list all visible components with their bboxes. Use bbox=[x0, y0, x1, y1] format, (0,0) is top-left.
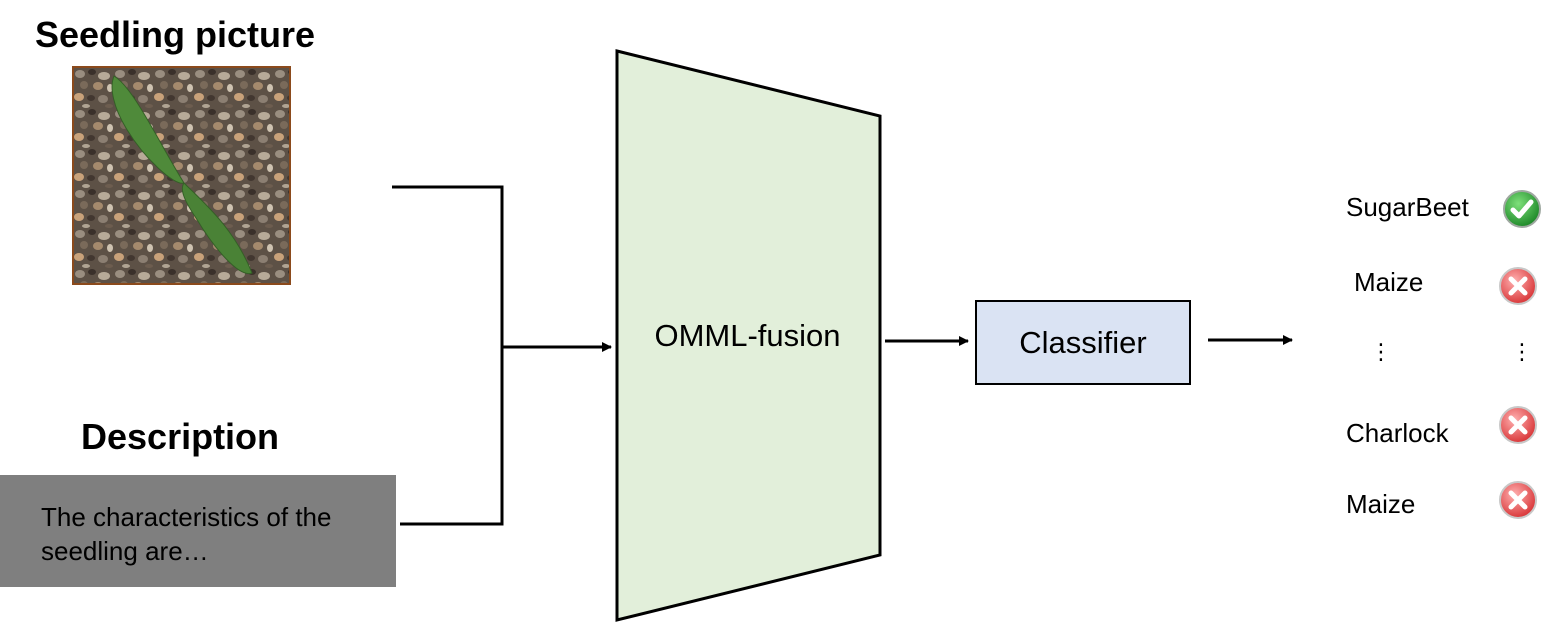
output-ellipsis-result: ⋮ bbox=[1511, 339, 1533, 364]
description-text-line2: seedling are… bbox=[41, 536, 209, 566]
seedling-image bbox=[72, 66, 291, 285]
description-title: Description bbox=[81, 416, 280, 457]
cross-icon bbox=[1498, 480, 1538, 520]
description-text-line1: The characteristics of the bbox=[41, 502, 332, 532]
output-label-4: Charlock bbox=[1346, 418, 1449, 448]
cross-icon bbox=[1498, 405, 1538, 445]
output-label-1: SugarBeet bbox=[1346, 192, 1469, 222]
output-label-2: Maize bbox=[1354, 267, 1424, 297]
output-label-5: Maize bbox=[1346, 489, 1416, 519]
fusion-label: OMML-fusion bbox=[654, 318, 841, 353]
image-connector bbox=[392, 185, 504, 347]
description-box bbox=[0, 475, 396, 587]
seedling-picture-title: Seedling picture bbox=[35, 14, 316, 55]
fusion-block bbox=[615, 49, 882, 622]
check-icon bbox=[1502, 189, 1542, 229]
classifier-box: Classifier bbox=[975, 300, 1191, 385]
cross-icon bbox=[1498, 266, 1538, 306]
description-connector bbox=[400, 347, 504, 526]
output-ellipsis-label: ⋮ bbox=[1370, 339, 1392, 364]
classifier-label: Classifier bbox=[1019, 324, 1147, 360]
description-text: The characteristics of the seedling are… bbox=[41, 500, 391, 568]
